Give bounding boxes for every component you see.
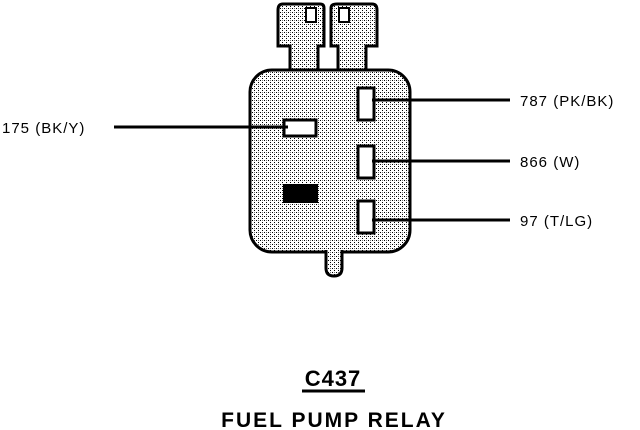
wire-label-97: 97 (T/LG) (520, 213, 593, 230)
wire-label-866: 866 (W) (520, 154, 580, 171)
cavity-787 (356, 86, 376, 122)
cavity-97 (356, 199, 376, 235)
cavity-866 (356, 144, 376, 180)
cavity-175 (282, 118, 318, 138)
left-latch-window (305, 7, 317, 23)
wire-leaders (114, 98, 510, 222)
connector-id: C437 (305, 366, 362, 391)
wire-label-175: 175 (BK/Y) (2, 120, 85, 137)
connector-housing (248, 2, 412, 278)
right-latch-window (338, 7, 350, 23)
left-latch-tab (276, 2, 326, 74)
wire-label-787: 787 (PK/BK) (520, 93, 614, 110)
bottom-key (324, 250, 344, 278)
blocked-cavity (283, 184, 318, 203)
right-latch-tab (329, 2, 379, 74)
component-name: FUEL PUMP RELAY (221, 409, 447, 430)
